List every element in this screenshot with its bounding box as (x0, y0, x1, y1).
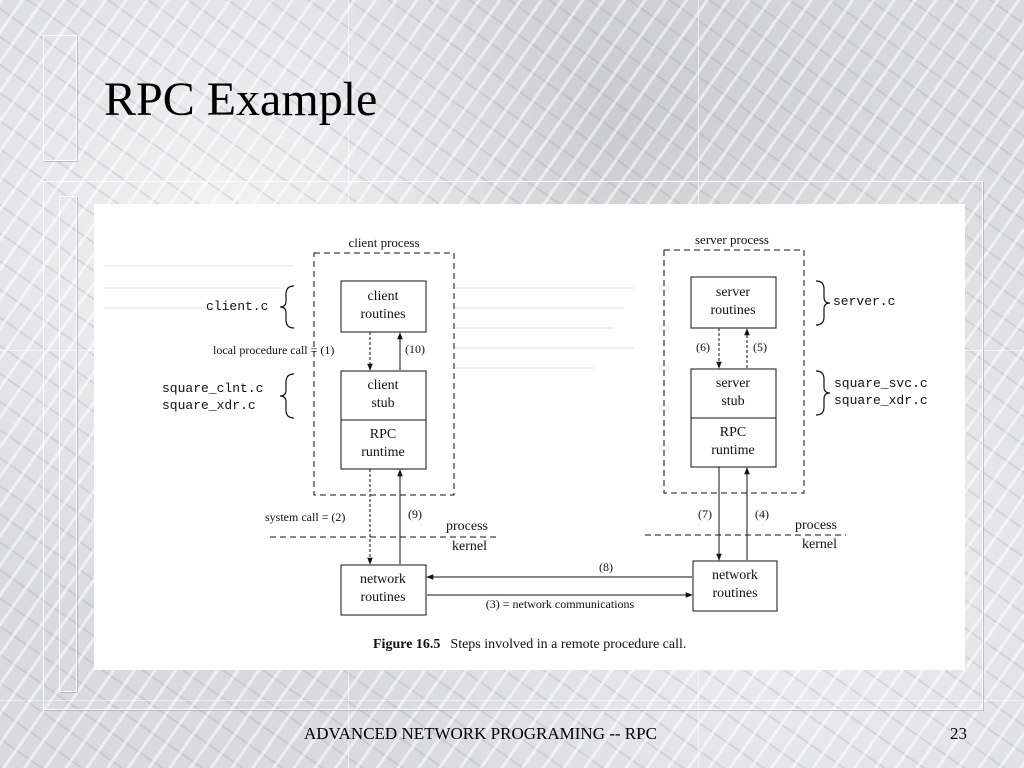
label-system-call: system call = (2) (265, 510, 345, 524)
server-kernel-word: kernel (802, 537, 837, 552)
client-process-word: process (446, 519, 488, 534)
client-kernel-word: kernel (452, 539, 487, 554)
server-runtime-box (690, 417, 777, 468)
server-process-boundary (663, 249, 805, 494)
client-stub-box (340, 370, 427, 421)
server-stub-brace (815, 370, 831, 416)
client-network-box (340, 564, 427, 616)
server-routines-box (690, 276, 777, 329)
label-step-9: (9) (408, 507, 422, 521)
client-c-file: client.c (206, 299, 268, 314)
label-network-communications: (3) = network communications (486, 597, 635, 611)
server-c-file: server.c (833, 294, 895, 309)
client-process-label: client process (348, 235, 419, 250)
client-c-brace (279, 285, 295, 329)
server-process-word: process (795, 518, 837, 533)
title-left-bar (43, 35, 77, 161)
server-network-box (692, 560, 778, 612)
server-c-brace (815, 280, 831, 326)
figure-caption-text: Steps involved in a remote procedure cal… (450, 637, 686, 652)
content-frame (43, 181, 983, 710)
label-step-10: (10) (405, 342, 425, 356)
client-runtime-box (340, 419, 427, 470)
server-stub-box (690, 368, 777, 419)
label-step-4: (4) (755, 507, 769, 521)
scan-bleed-through (104, 265, 634, 369)
content-left-bar (59, 196, 77, 692)
label-step-8: (8) (599, 560, 613, 574)
label-step-6: (6) (696, 340, 710, 354)
slide-footer: ADVANCED NETWORK PROGRAMING -- RPC (304, 724, 657, 743)
client-routines-box (340, 280, 427, 333)
label-step-7: (7) (698, 507, 712, 521)
client-stub-brace (279, 373, 295, 419)
figure-caption: Figure 16.5 Steps involved in a remote pr… (373, 637, 686, 652)
label-step-5: (5) (753, 340, 767, 354)
background-grid-line (0, 700, 1024, 701)
client-process-boundary (313, 252, 455, 496)
slide-title: RPC Example (104, 73, 378, 126)
label-local-call: local procedure call = (1) (213, 343, 334, 357)
page-number: 23 (950, 724, 967, 743)
figure-number: Figure 16.5 (373, 637, 440, 652)
server-process-label: server process (695, 232, 769, 247)
